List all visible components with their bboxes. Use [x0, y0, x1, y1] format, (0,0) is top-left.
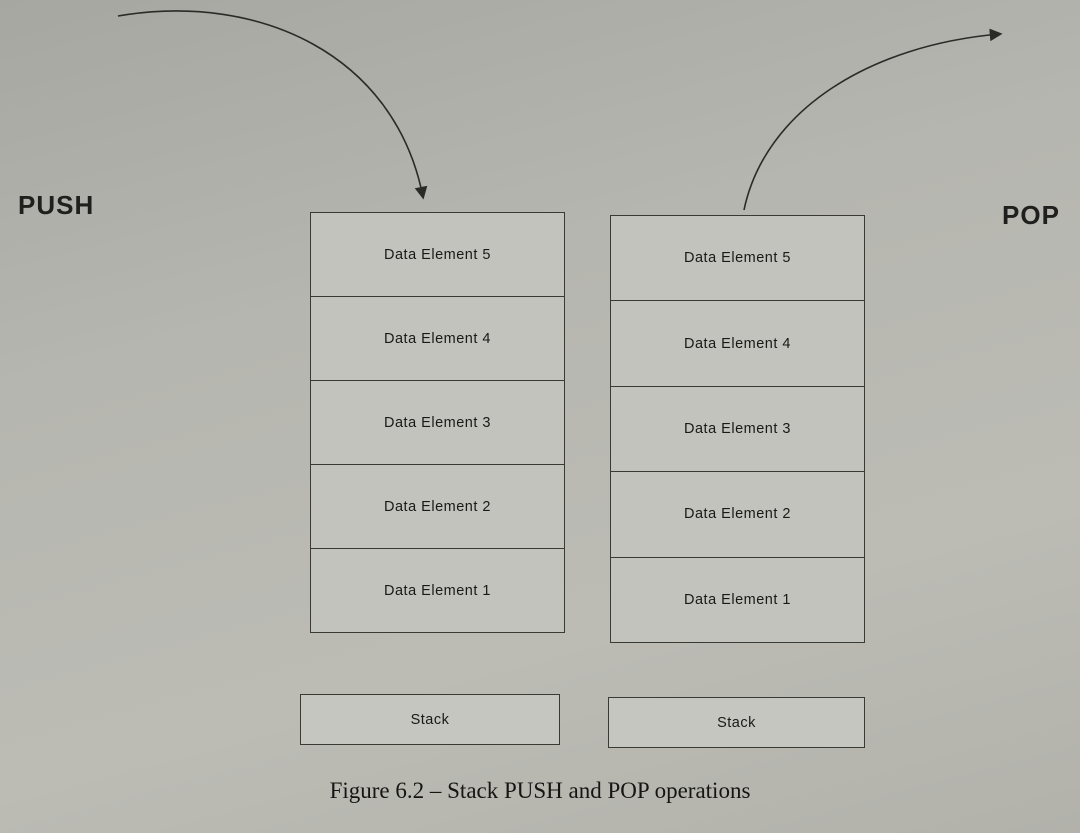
push-arrow — [117, 10, 428, 200]
pop-arrow — [743, 28, 1003, 211]
stack-cell: Data Element 3 — [311, 381, 564, 465]
stack-cell: Data Element 1 — [684, 591, 791, 608]
stack-cell: Data Element 2 — [611, 472, 864, 558]
stack-right: Data Element 5 Data Element 4 Data Eleme… — [610, 215, 865, 643]
stack-cell: Data Element 4 — [311, 297, 564, 381]
stack-base-label-right: Stack — [608, 697, 865, 748]
stack-left: Data Element 5 Data Element 4 Data Eleme… — [310, 212, 565, 633]
stack-cell: Data Element 5 — [311, 213, 564, 297]
pop-label: POP — [1002, 200, 1060, 230]
stack-cell: Data Element 1 — [384, 582, 491, 599]
figure-caption: Figure 6.2 – Stack PUSH and POP operatio… — [329, 778, 751, 803]
stack-cell: Data Element 5 — [611, 216, 864, 302]
stack-cell: Data Element 2 — [311, 465, 564, 549]
stack-cell: Data Element 3 — [611, 387, 864, 473]
push-label: PUSH — [18, 190, 95, 220]
stack-base-label-left: Stack — [300, 694, 560, 745]
stack-cell: Data Element 4 — [611, 301, 864, 387]
